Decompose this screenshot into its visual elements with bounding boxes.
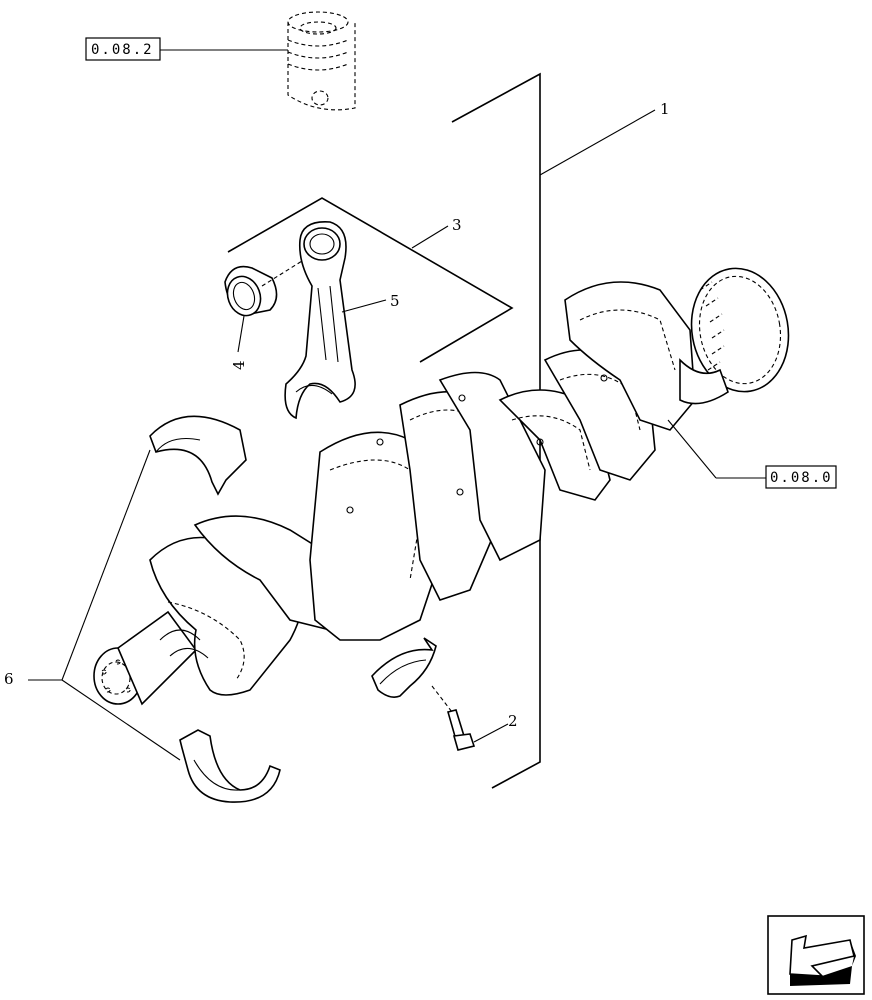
callout-label-5: 5 [390, 292, 400, 310]
callout-bracket-6: 6 [4, 449, 181, 761]
flywheel-reference-label: 0.08.0 [770, 470, 833, 486]
crankshaft[interactable] [93, 261, 798, 706]
thrust-bearing-half[interactable] [371, 637, 437, 698]
callout-label-2: 2 [508, 712, 518, 730]
upper-main-bearing-shell[interactable] [149, 415, 247, 496]
flywheel-reference-box[interactable]: 0.08.0 [667, 419, 837, 489]
small-end-bushing[interactable]: 4 [222, 255, 311, 370]
main-cap-bolt[interactable]: 2 [431, 685, 518, 751]
connecting-rod[interactable]: 5 [284, 221, 400, 420]
piston-reference-label: 0.08.2 [91, 42, 154, 58]
callout-bracket-3: 3 [227, 197, 514, 363]
piston-illustration [287, 11, 356, 111]
piston-reference-box[interactable]: 0.08.2 [85, 37, 288, 61]
previous-page-arrow-icon[interactable] [767, 915, 865, 995]
callout-label-3: 3 [452, 216, 462, 234]
callout-label-4: 4 [230, 360, 248, 370]
callout-label-6: 6 [4, 670, 14, 688]
callout-bracket-1: 1 [451, 72, 670, 789]
callout-label-1: 1 [660, 100, 670, 118]
lower-main-bearing-shell[interactable] [179, 729, 281, 803]
